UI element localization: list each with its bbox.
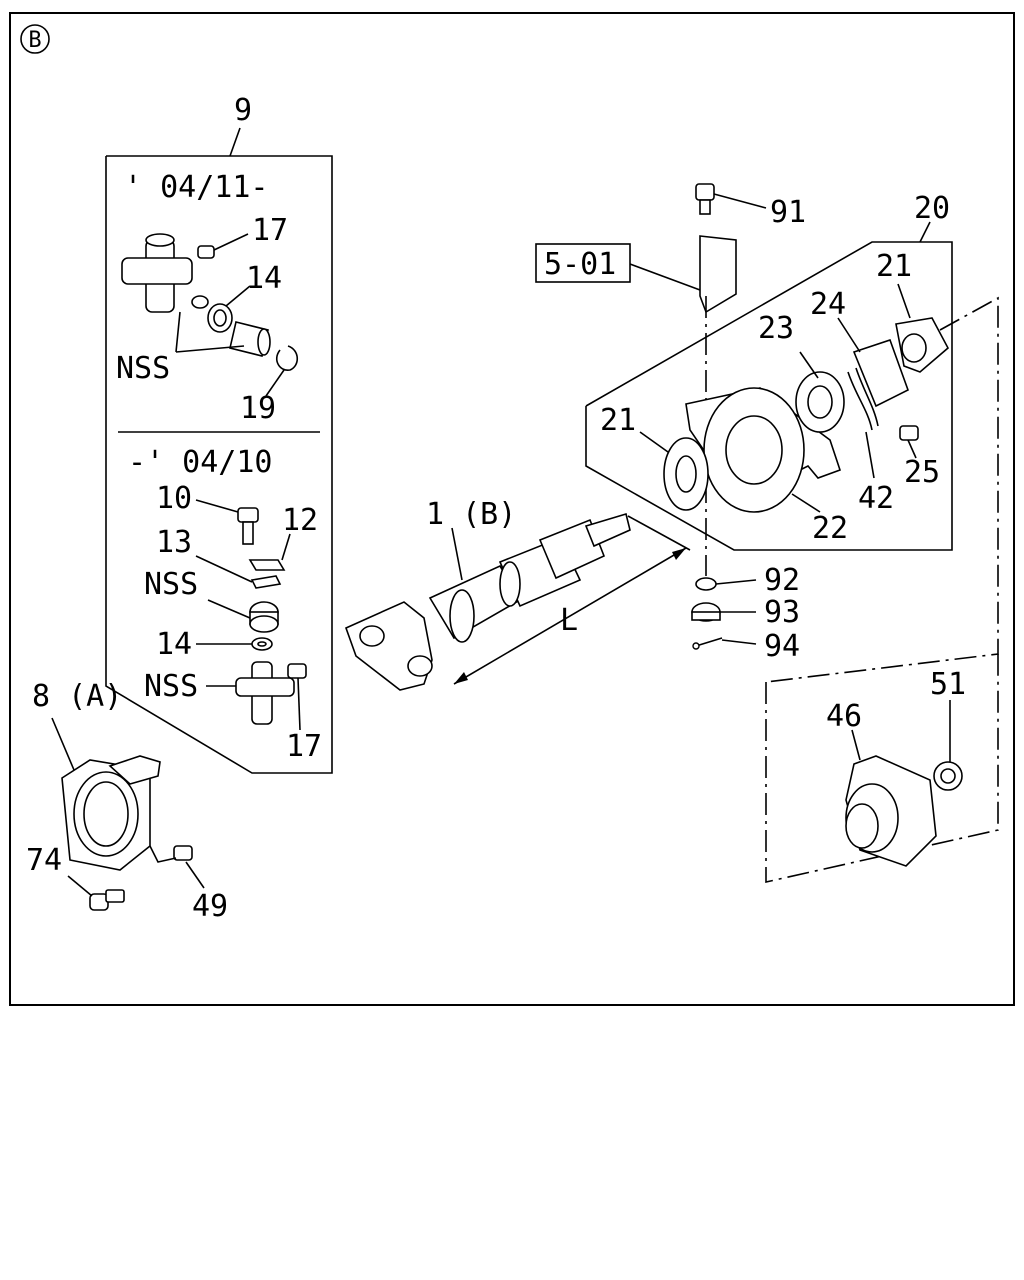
label-20: 20 (914, 191, 950, 226)
label-94: 94 (764, 629, 800, 664)
label-date-new: ' 04/11- (124, 170, 269, 205)
plate-13 (250, 575, 282, 589)
section-mark-letter: B (28, 28, 41, 53)
flange-yoke-8a (61, 755, 161, 871)
group-9-box (105, 127, 333, 774)
nut-51 (933, 761, 963, 791)
bearing-cap-nss (249, 601, 279, 633)
label-51: 51 (930, 667, 966, 702)
universal-joint-old (235, 661, 295, 725)
label-92: 92 (764, 563, 800, 598)
seal-14b (251, 637, 273, 651)
label-9: 9 (234, 93, 252, 128)
label-date-old: -' 04/10 (128, 445, 273, 480)
label-93: 93 (764, 595, 800, 630)
bearing-cup (229, 321, 271, 357)
seal-14a (207, 303, 233, 333)
nut-49 (173, 845, 193, 861)
label-10: 10 (156, 481, 192, 516)
label-13: 13 (156, 525, 192, 560)
bearing-housing-22 (685, 387, 842, 513)
label-91: 91 (770, 195, 806, 230)
bolt-74 (89, 889, 125, 911)
label-22: 22 (812, 511, 848, 546)
bracket-5-01 (699, 235, 737, 314)
label-nss-1: NSS (116, 351, 170, 386)
lock-plate-12 (248, 559, 286, 571)
dust-seal-21a (895, 317, 950, 373)
label-1b: 1 (B) (426, 497, 516, 532)
label-21a: 21 (876, 249, 912, 284)
label-24: 24 (810, 287, 846, 322)
section-mark: B (20, 24, 50, 54)
snap-ring-19 (275, 345, 299, 371)
label-23: 23 (758, 311, 794, 346)
label-19: 19 (240, 391, 276, 426)
label-l: L (560, 603, 578, 638)
dimension-l (453, 515, 691, 685)
group-20-box (585, 221, 953, 551)
grease-nipple-17a (197, 245, 215, 259)
dust-seal-21b (663, 437, 709, 511)
label-74: 74 (26, 843, 62, 878)
reference-box-5-01 (535, 243, 631, 283)
ball-bearing-23 (795, 371, 845, 433)
propeller-shaft-1b (344, 512, 631, 691)
bolt-10 (237, 507, 259, 545)
label-42: 42 (858, 481, 894, 516)
label-nss-3: NSS (144, 669, 198, 704)
cotter-pin-94 (692, 637, 723, 650)
grease-nipple-25 (899, 425, 919, 441)
label-25: 25 (904, 455, 940, 490)
washer-92 (695, 577, 717, 591)
label-8a: 8 (A) (32, 679, 122, 714)
cushion-24 (852, 338, 909, 408)
label-nss-2: NSS (144, 567, 198, 602)
label-14a: 14 (246, 261, 282, 296)
label-5-01: 5-01 (544, 247, 616, 282)
snap-ring-42 (847, 367, 879, 431)
label-46: 46 (826, 699, 862, 734)
diagram-frame (9, 12, 1015, 1006)
grease-nipple-17b (287, 663, 307, 679)
dash-dot-boundary (765, 296, 999, 883)
label-49: 49 (192, 889, 228, 924)
companion-flange-46 (845, 755, 937, 867)
label-12: 12 (282, 503, 318, 538)
label-21b: 21 (600, 403, 636, 438)
label-17b: 17 (286, 729, 322, 764)
label-17a: 17 (252, 213, 288, 248)
bolt-91 (695, 183, 715, 215)
universal-joint-new (121, 233, 209, 313)
label-14b: 14 (156, 627, 192, 662)
nut-93 (691, 602, 721, 622)
